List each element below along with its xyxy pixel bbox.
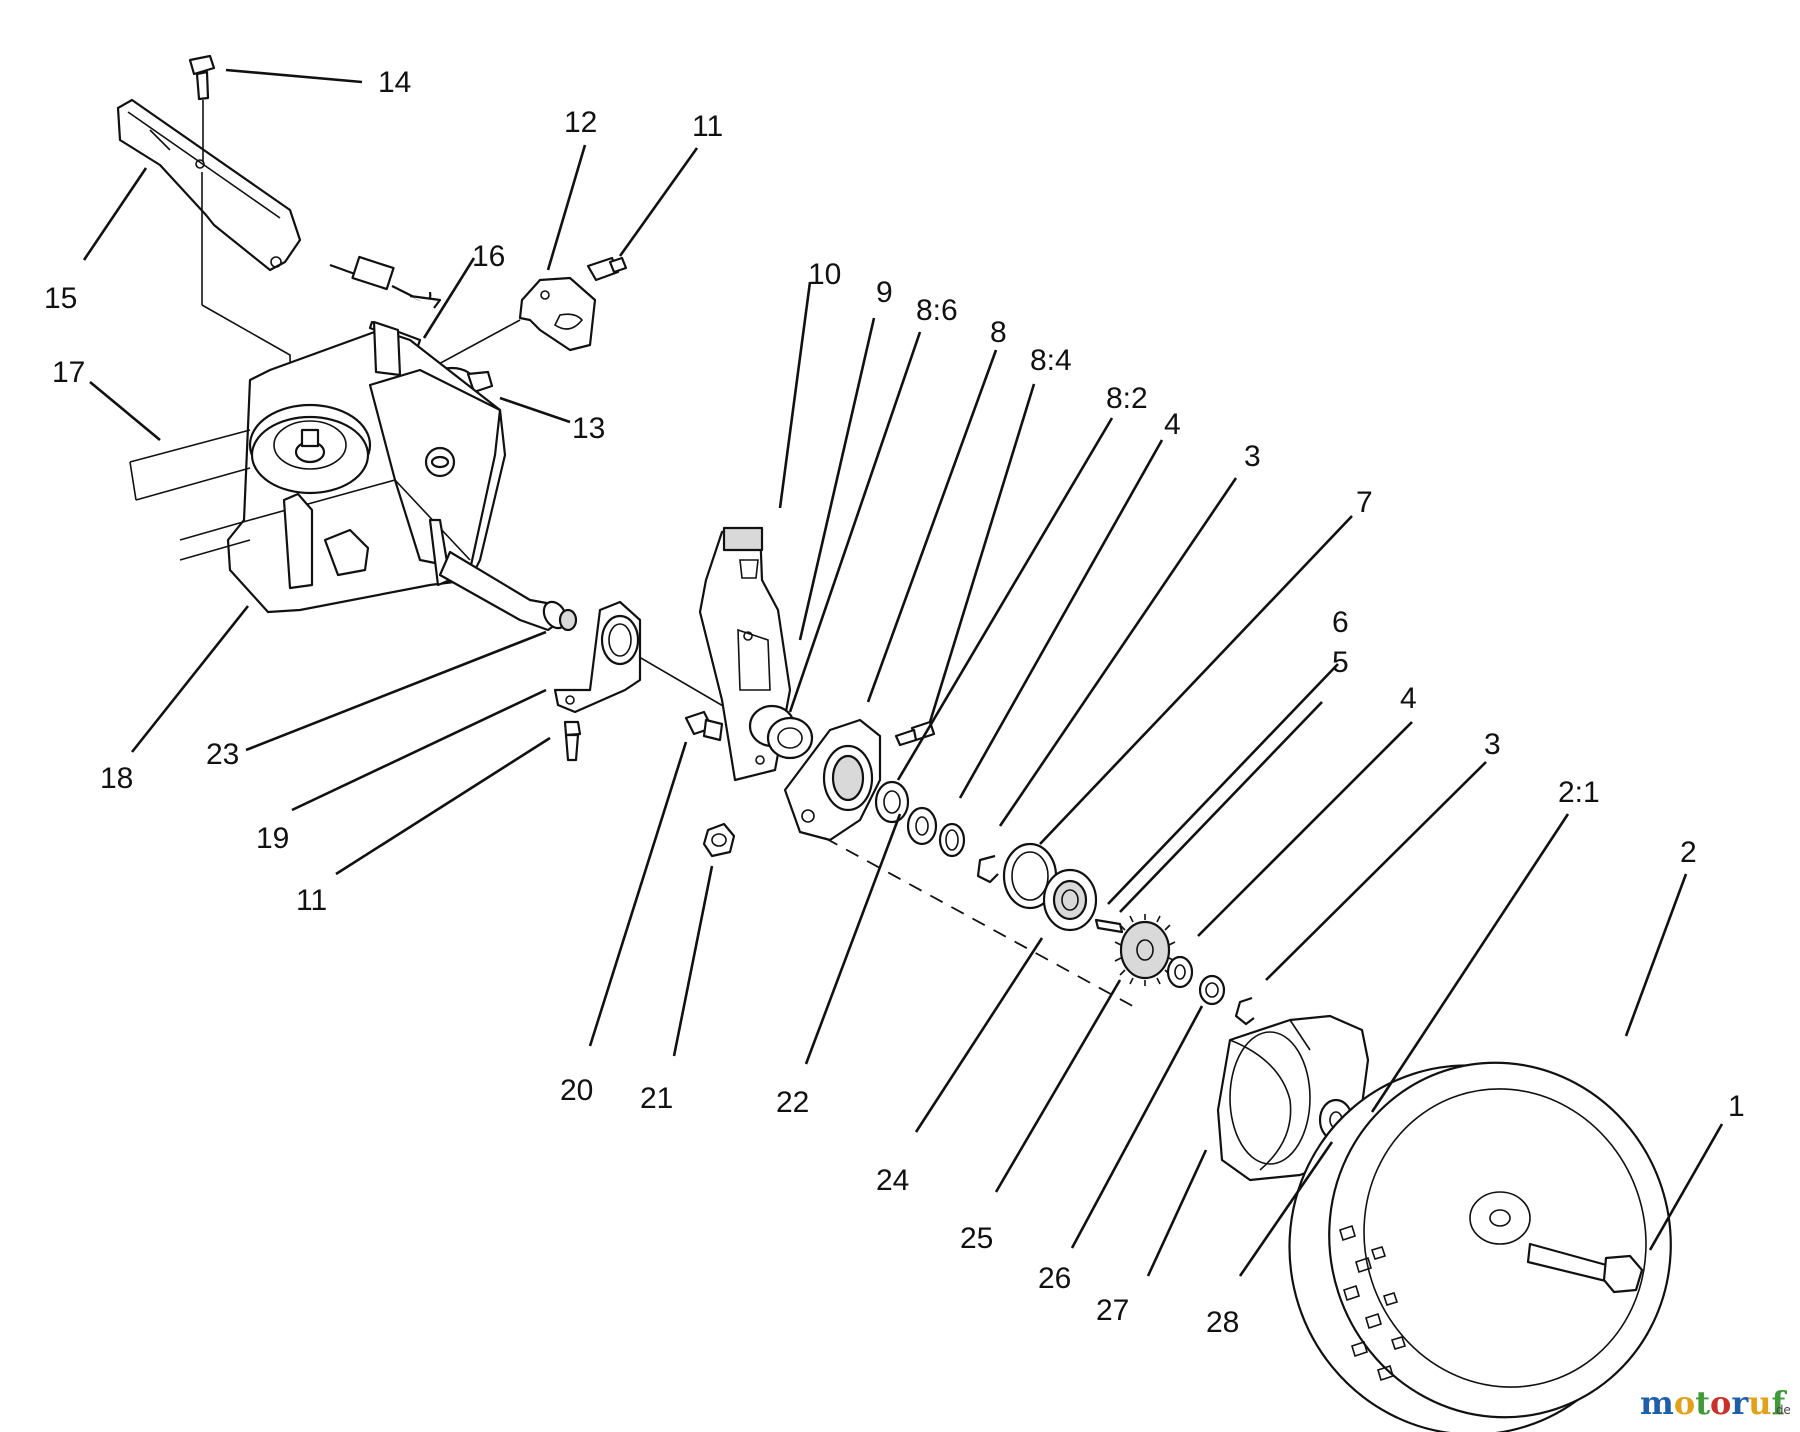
watermark-logo: motoruf .de <box>1640 1384 1791 1422</box>
callout-1: 1 <box>1728 1090 1745 1123</box>
callout-20: 20 <box>560 1074 593 1107</box>
nut-21 <box>702 822 736 858</box>
callout-2: 2 <box>1680 836 1697 869</box>
callout-24: 24 <box>876 1164 909 1197</box>
shift-bracket <box>518 276 597 352</box>
washer-4b <box>1166 955 1194 989</box>
callout-9: 9 <box>876 276 893 309</box>
callout-11-top: 11 <box>692 110 723 143</box>
axis-centerline <box>824 837 1141 1011</box>
bolt-20 <box>684 710 724 742</box>
callout-15: 15 <box>44 282 77 315</box>
callout-7: 7 <box>1356 486 1373 519</box>
axle-shaft <box>438 550 578 632</box>
screw-8-4 <box>894 720 936 747</box>
watermark-text: motoruf <box>1640 1384 1787 1422</box>
bushing-9 <box>748 704 814 760</box>
pivot-bracket-8 <box>783 718 882 842</box>
callout-labels: 14 15 12 11 16 17 13 10 9 8:6 8 8:4 8:2 … <box>44 66 1745 1339</box>
transmission <box>226 320 507 614</box>
callout-13: 13 <box>572 412 605 445</box>
callout-4-lower: 4 <box>1400 682 1417 715</box>
callout-28: 28 <box>1206 1306 1239 1339</box>
callout-14: 14 <box>378 66 411 99</box>
callout-12: 12 <box>564 106 597 139</box>
screw-11-top <box>586 256 628 282</box>
callout-8: 8 <box>990 316 1007 349</box>
callout-3-lower: 3 <box>1484 728 1501 761</box>
bearing-8-2-bore <box>883 790 901 814</box>
watermark-suffix: .de <box>1772 1403 1791 1417</box>
bolt-14 <box>188 54 216 162</box>
callout-5: 5 <box>1332 646 1349 679</box>
callout-19: 19 <box>256 822 289 855</box>
callout-18: 18 <box>100 762 133 795</box>
key-5 <box>1094 918 1124 934</box>
callout-23: 23 <box>206 738 239 771</box>
frame-bar <box>129 429 251 561</box>
callout-11-bottom: 11 <box>296 884 327 917</box>
callout-22: 22 <box>776 1086 809 1119</box>
washer-4a <box>906 806 938 846</box>
bearing-24 <box>1042 868 1098 932</box>
bushing-26 <box>1198 974 1226 1006</box>
gear-25 <box>1114 914 1176 986</box>
callout-21: 21 <box>640 1082 673 1115</box>
bearing-8-2 <box>874 780 910 824</box>
clip-3b <box>1234 996 1255 1026</box>
screw-11-bottom <box>563 720 582 762</box>
callout-2-1: 2:1 <box>1558 776 1600 809</box>
callout-6: 6 <box>1332 606 1349 639</box>
cable-end <box>329 255 442 309</box>
e-clip <box>976 854 999 884</box>
bearing-bracket-19 <box>553 600 642 714</box>
callout-27: 27 <box>1096 1294 1129 1327</box>
callout-25: 25 <box>960 1222 993 1255</box>
callout-8-4: 8:4 <box>1030 344 1072 377</box>
callout-26: 26 <box>1038 1262 1071 1295</box>
handle-bracket <box>116 98 302 272</box>
axle-bolt-1 <box>1526 1242 1644 1294</box>
callout-17: 17 <box>52 356 85 389</box>
callout-8-2: 8:2 <box>1106 382 1148 415</box>
callout-16: 16 <box>472 240 505 273</box>
leader-lines <box>82 68 1724 1277</box>
wheel-2 <box>1288 1061 1672 1432</box>
callout-8-6: 8:6 <box>916 294 958 327</box>
callout-3-upper: 3 <box>1244 440 1261 473</box>
clip-3a <box>938 822 966 858</box>
callout-4-upper: 4 <box>1164 408 1181 441</box>
callout-10: 10 <box>808 258 841 291</box>
